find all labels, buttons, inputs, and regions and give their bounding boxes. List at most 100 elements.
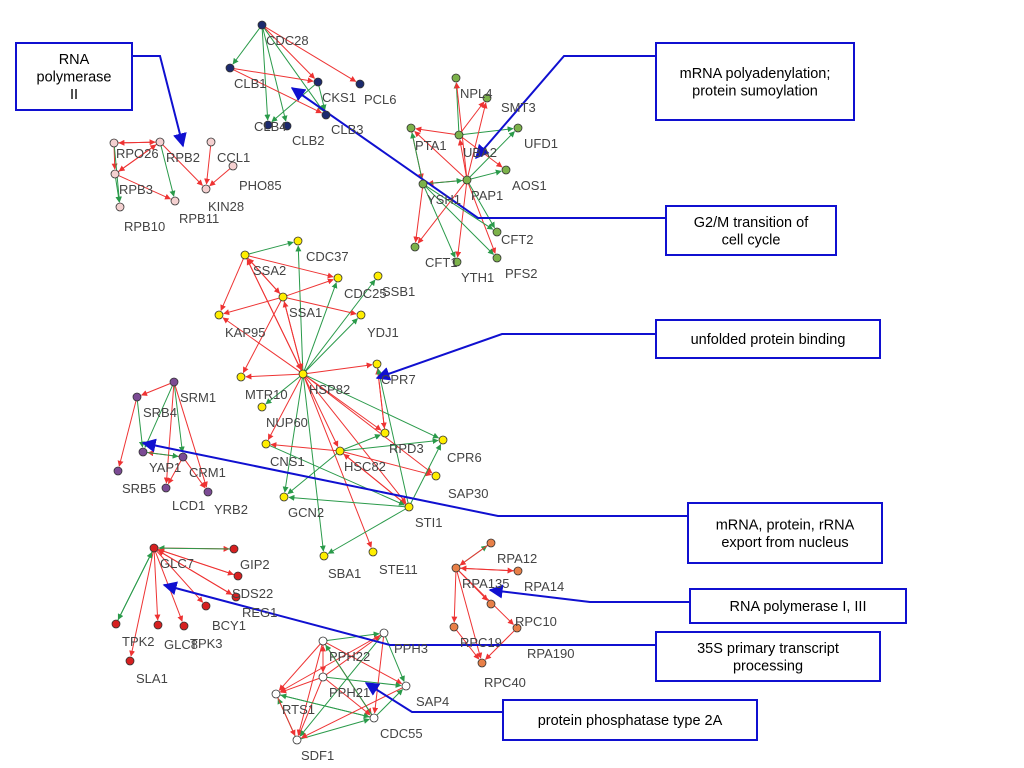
node-cpr6[interactable] <box>438 435 448 445</box>
node-kap95[interactable] <box>214 310 224 320</box>
node-ssb1[interactable] <box>373 271 383 281</box>
node-rpb11[interactable] <box>170 196 180 206</box>
edge-srm1-crm1 <box>174 385 185 453</box>
node-sap4[interactable] <box>401 681 411 691</box>
label-srm1: SRM1 <box>180 390 216 405</box>
node-ssa1[interactable] <box>278 292 288 302</box>
edge-cks1-clb4 <box>271 84 316 123</box>
node-gip2[interactable] <box>229 544 239 554</box>
node-hsp82[interactable] <box>298 369 308 379</box>
edge-cdc28-clb1 <box>232 27 261 65</box>
node-npl4[interactable] <box>451 73 461 83</box>
edge-hsp82-kap95 <box>222 317 300 373</box>
node-cns1[interactable] <box>261 439 271 449</box>
node-sap30[interactable] <box>431 471 441 481</box>
node-nup60[interactable] <box>257 402 267 412</box>
node-gcn2[interactable] <box>279 492 289 502</box>
node-glc7[interactable] <box>149 543 159 553</box>
node-glc8[interactable] <box>153 620 163 630</box>
node-rpc19[interactable] <box>449 622 459 632</box>
node-sba1[interactable] <box>319 551 329 561</box>
node-rpa135[interactable] <box>451 563 461 573</box>
label-ssa2: SSA2 <box>253 263 286 278</box>
node-sdf1[interactable] <box>292 735 302 745</box>
node-clb4[interactable] <box>263 120 273 130</box>
node-ssa2[interactable] <box>240 250 250 260</box>
node-pta1[interactable] <box>406 123 416 133</box>
callout-text-line: mRNA, protein, rRNA <box>716 517 855 533</box>
node-cdc55[interactable] <box>369 713 379 723</box>
node-clb2[interactable] <box>321 110 331 120</box>
node-smt3[interactable] <box>482 93 492 103</box>
node-rpb2[interactable] <box>155 137 165 147</box>
node-ufd1[interactable] <box>513 123 523 133</box>
edge-srm1-srb4 <box>141 383 171 396</box>
node-ydj1[interactable] <box>356 310 366 320</box>
node-rpc10[interactable] <box>486 599 496 609</box>
node-sds22[interactable] <box>233 571 243 581</box>
node-rpc40[interactable] <box>477 658 487 668</box>
node-rpd3[interactable] <box>380 428 390 438</box>
node-srm1[interactable] <box>169 377 179 387</box>
node-rpa12[interactable] <box>486 538 496 548</box>
edge-pap1-cft2 <box>468 183 495 229</box>
node-crm1[interactable] <box>178 452 188 462</box>
node-hsc82[interactable] <box>335 446 345 456</box>
node-lcd1[interactable] <box>161 483 171 493</box>
node-cft2[interactable] <box>492 227 502 237</box>
node-cdc25[interactable] <box>333 273 343 283</box>
node-rts1[interactable] <box>271 689 281 699</box>
node-pho85[interactable] <box>228 161 238 171</box>
node-ste11[interactable] <box>368 547 378 557</box>
node-pph3[interactable] <box>379 628 389 638</box>
node-pph21[interactable] <box>318 672 328 682</box>
node-uba2[interactable] <box>454 130 464 140</box>
node-bcy1[interactable] <box>201 601 211 611</box>
label-sba1: SBA1 <box>328 566 361 581</box>
node-mtr10[interactable] <box>236 372 246 382</box>
node-rpb10[interactable] <box>115 202 125 212</box>
label-nup60: NUP60 <box>266 415 308 430</box>
node-rpa190[interactable] <box>512 623 522 633</box>
node-pfs2[interactable] <box>492 253 502 263</box>
edge-rpa12-rpa135 <box>459 544 488 566</box>
node-cpr7[interactable] <box>372 359 382 369</box>
node-ccl1[interactable] <box>206 137 216 147</box>
callout-arrows <box>132 55 690 713</box>
label-sdf1: SDF1 <box>301 748 334 763</box>
node-reg1[interactable] <box>231 592 241 602</box>
edge-hsp82-cpr7 <box>306 362 373 374</box>
node-tpk2[interactable] <box>111 619 121 629</box>
node-pap1[interactable] <box>462 175 472 185</box>
node-srb4[interactable] <box>132 392 142 402</box>
callout-text-line: protein phosphatase type 2A <box>538 713 723 729</box>
node-clb1[interactable] <box>225 63 235 73</box>
label-ufd1: UFD1 <box>524 136 558 151</box>
node-ysh1[interactable] <box>418 179 428 189</box>
label-pph21: PPH21 <box>329 685 370 700</box>
callout-arrow-rna-pol-ii <box>132 55 187 148</box>
edge-rpa135-rpc19 <box>451 571 458 623</box>
edge-cdc55-sap4 <box>376 689 403 716</box>
callout-text-line: processing <box>733 658 803 674</box>
node-yap1[interactable] <box>138 447 148 457</box>
node-aos1[interactable] <box>501 165 511 175</box>
node-pcl6[interactable] <box>355 79 365 89</box>
node-rpb3[interactable] <box>110 169 120 179</box>
callout-mrna-polya: mRNA polyadenylation;protein sumoylation <box>655 42 855 121</box>
node-rpa14[interactable] <box>513 566 523 576</box>
node-rpo26[interactable] <box>109 138 119 148</box>
node-cks1[interactable] <box>313 77 323 87</box>
node-yth1[interactable] <box>452 257 462 267</box>
node-yrb2[interactable] <box>203 487 213 497</box>
node-sti1[interactable] <box>404 502 414 512</box>
node-clb3[interactable] <box>282 121 292 131</box>
node-cft1[interactable] <box>410 242 420 252</box>
node-pph22[interactable] <box>318 636 328 646</box>
node-cdc28[interactable] <box>257 20 267 30</box>
node-tpk3[interactable] <box>179 621 189 631</box>
node-sla1[interactable] <box>125 656 135 666</box>
node-cdc37[interactable] <box>293 236 303 246</box>
node-srb5[interactable] <box>113 466 123 476</box>
node-kin28[interactable] <box>201 184 211 194</box>
